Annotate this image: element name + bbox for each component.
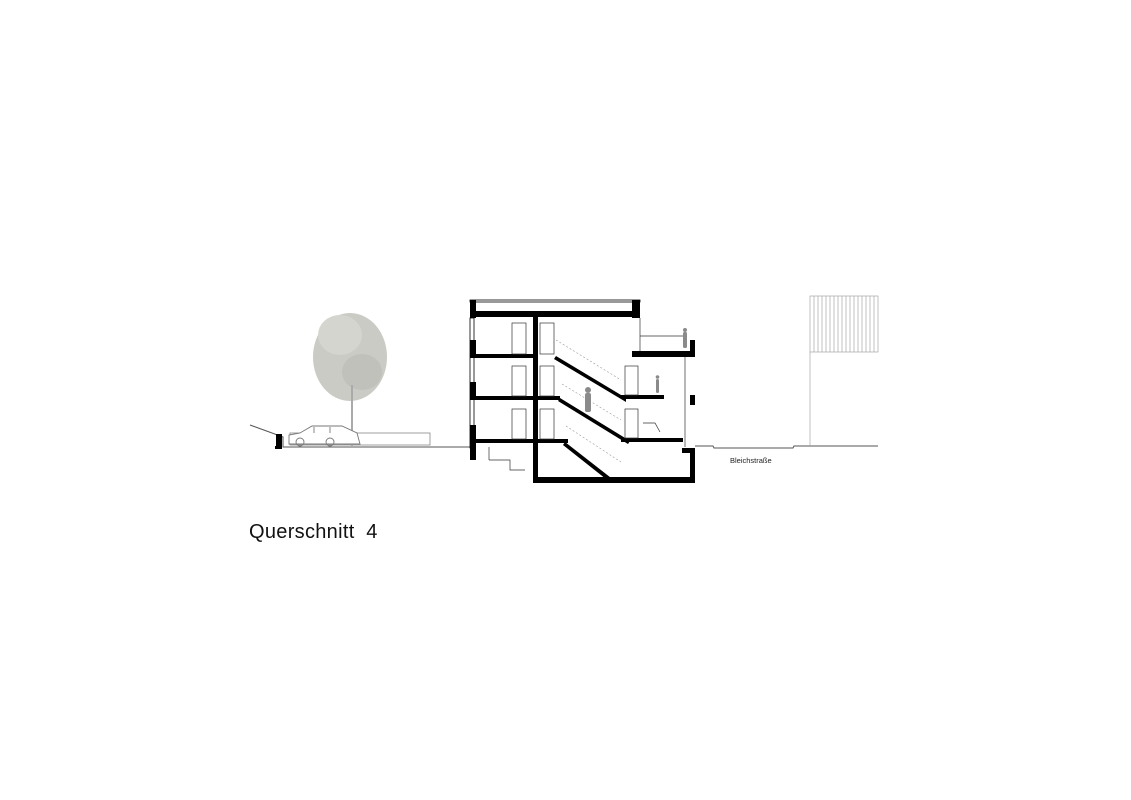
car-icon [288,425,361,447]
street-label: Bleichstraße [730,456,772,465]
doors [488,318,686,471]
tree-icon [313,313,387,447]
ground-line [249,424,878,449]
building-section [469,299,695,483]
person-figures [585,328,687,412]
stair-outlines [555,339,622,463]
retaining-wall [276,434,282,449]
neighbor-building [809,295,879,446]
drawing-title: Querschnitt 4 [249,521,378,543]
